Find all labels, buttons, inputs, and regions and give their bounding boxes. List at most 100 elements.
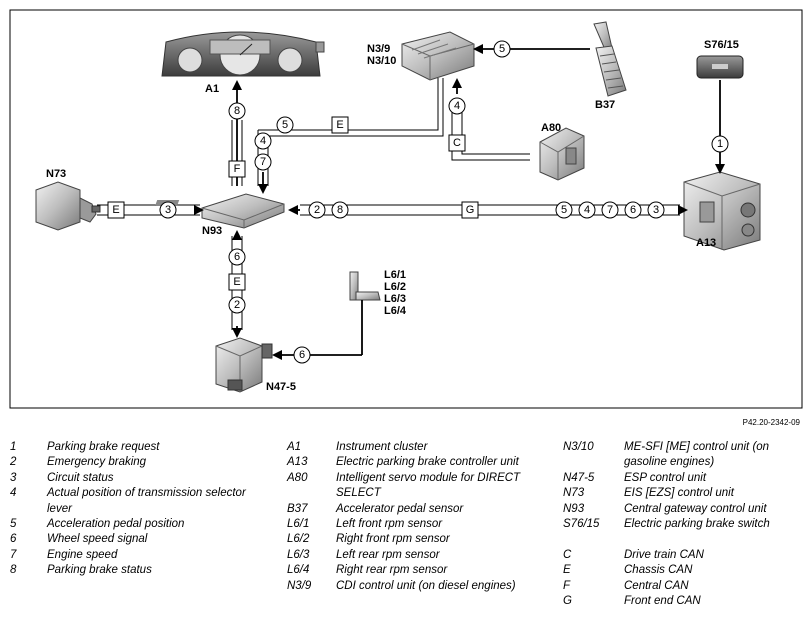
label-n93: N93 (202, 225, 222, 237)
legend-key: 4 (10, 487, 17, 500)
legend-row: L6/4 Right rear rpm sensor (287, 563, 527, 578)
signal-2-n47: 2 (234, 299, 240, 311)
legend-text: Electric parking brake controller unit (336, 456, 519, 469)
legend-row: B37 Accelerator pedal sensor (287, 502, 527, 517)
legend-key: L6/4 (287, 564, 310, 577)
legend-key: G (563, 595, 572, 608)
legend-text: CDI control unit (on diesel engines) (336, 579, 516, 592)
servo-module-icon (539, 127, 585, 181)
legend-text: Actual position of transmission selector… (47, 487, 246, 515)
legend-text: Drive train CAN (624, 548, 704, 561)
legend-row: N3/10 ME-SFI [ME] control unit (on gasoli… (563, 440, 808, 471)
legend-row: A13 Electric parking brake controller uni… (287, 455, 527, 470)
legend-row: G Front end CAN (563, 594, 808, 609)
signal-7-a13-right: 7 (607, 204, 613, 216)
label-n3-9: N3/9 (367, 43, 390, 55)
legend-key: L6/2 (287, 533, 310, 546)
legend-text: Right front rpm sensor (336, 533, 450, 546)
legend-text: Chassis CAN (624, 564, 693, 577)
legend-key: 2 (10, 456, 17, 469)
legend-row: E Chassis CAN (563, 563, 808, 578)
legend-key: F (563, 579, 571, 592)
signal-circles (159, 40, 729, 364)
legend-key: N3/10 (563, 441, 594, 453)
bus-e-n3: E (336, 119, 343, 131)
bus-e-n47: E (233, 276, 240, 288)
diagram-frame (9, 9, 803, 409)
label-l6-1: L6/1 (384, 269, 406, 281)
instrument-cluster-icon (161, 31, 325, 77)
legend-row: L6/3 Left rear rpm sensor (287, 548, 527, 563)
legend-text: Central CAN (624, 579, 689, 592)
signal-6-a13-right: 6 (630, 204, 636, 216)
legend-key: N47-5 (563, 471, 595, 484)
label-l6-3: L6/3 (384, 293, 406, 305)
parking-brake-switch-icon (696, 55, 744, 79)
legend-text: Central gateway control unit (624, 502, 767, 515)
legend-text: EIS [EZS] control unit (624, 487, 734, 500)
signal-4-a13-right: 4 (584, 204, 590, 216)
legend-components-2: N3/10 ME-SFI [ME] control unit (on gasoli… (563, 440, 808, 609)
label-b37: B37 (595, 99, 615, 111)
legend-text: Emergency braking (47, 456, 147, 469)
bus-g: G (466, 204, 475, 216)
legend-row: 4 Actual position of transmission selecto… (10, 486, 250, 517)
label-n73: N73 (46, 168, 66, 180)
legend-text: Parking brake request (47, 441, 160, 453)
legend-text: ME-SFI [ME] control unit (on gasoline en… (624, 441, 770, 469)
legend-key: 6 (10, 533, 17, 546)
reference-code: P42.20-2342-09 (743, 418, 801, 427)
legend-text: Instrument cluster (336, 441, 428, 453)
legend-text: Intelligent servo module for DIRECT SELE… (336, 471, 521, 500)
legend-text: Front end CAN (624, 595, 701, 608)
legend-text: Engine speed (47, 548, 118, 561)
legend-key: L6/3 (287, 548, 310, 561)
legend-key: S76/15 (563, 518, 600, 531)
signal-5-n93-n3: 5 (282, 119, 288, 131)
label-l6-4: L6/4 (384, 305, 407, 317)
bus-f: F (234, 163, 241, 175)
signal-4-a80: 4 (454, 100, 460, 112)
legend-key: N93 (563, 502, 585, 515)
legend-key: B37 (287, 502, 308, 515)
label-a13: A13 (696, 237, 716, 249)
legend-row: N93 Central gateway control unit (563, 502, 808, 517)
legend-key: N73 (563, 487, 585, 500)
legend-text: Parking brake status (47, 564, 152, 577)
label-a1: A1 (205, 83, 219, 95)
legend-row: N73 EIS [EZS] control unit (563, 486, 808, 501)
bus-e-n73: E (112, 204, 119, 216)
legend-text: Right rear rpm sensor (336, 564, 448, 577)
label-s76-15: S76/15 (704, 39, 739, 51)
signal-3-a13-right: 3 (653, 204, 659, 216)
legend-key: 5 (10, 518, 17, 531)
legend-key: L6/1 (287, 518, 310, 531)
signal-6-n47: 6 (234, 251, 240, 263)
signal-1-s76: 1 (717, 138, 723, 150)
signal-5-a13-right: 5 (561, 204, 567, 216)
rpm-sensor-icon (349, 271, 381, 301)
legend-key: E (563, 564, 571, 577)
bus-boxes (107, 116, 479, 291)
legend-text: Left rear rpm sensor (336, 548, 440, 561)
central-gateway-icon (155, 193, 285, 229)
signal-4-n93-n3: 4 (260, 135, 266, 147)
label-l6-2: L6/2 (384, 281, 406, 293)
legend-key: A13 (287, 456, 308, 469)
bus-c: C (453, 137, 461, 149)
legend-text: Accelerator pedal sensor (336, 502, 464, 515)
label-a80: A80 (541, 122, 561, 134)
signal-7-n93-n3: 7 (260, 156, 266, 168)
